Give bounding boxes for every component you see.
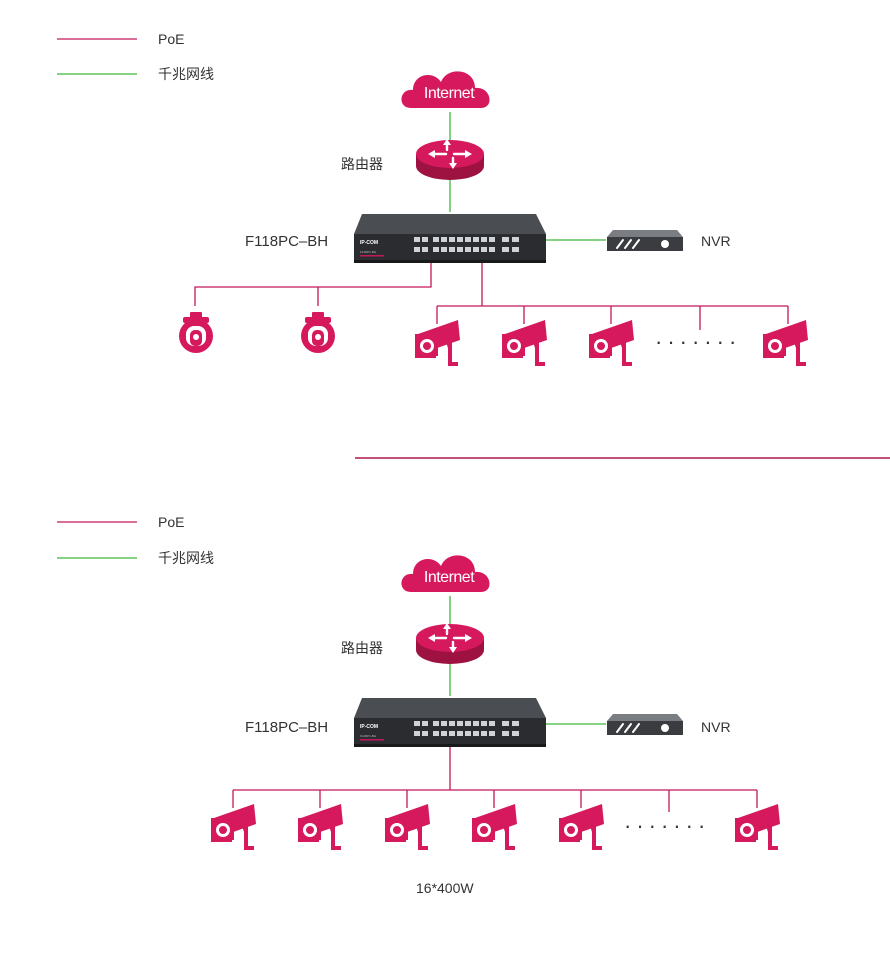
bullet-camera-icon xyxy=(211,804,256,850)
dome-camera-icon xyxy=(301,312,335,353)
bullet-camera-icon xyxy=(298,804,343,850)
diagram-2: PoE 千兆网线 Internet 路由器 F118PC–BH xyxy=(57,514,780,896)
diagram-1: PoE 千兆网线 Internet 路由器 F1 xyxy=(57,31,808,366)
power-caption: 16*400W xyxy=(416,880,474,896)
switch-model-label: F118PC–BH xyxy=(245,233,328,250)
internet-cloud: Internet xyxy=(401,71,490,108)
router-icon xyxy=(414,621,486,666)
switch-icon xyxy=(354,214,546,263)
more-cameras-ellipsis: ······· xyxy=(624,813,710,838)
nvr-label: NVR xyxy=(701,233,731,249)
legend: PoE 千兆网线 xyxy=(57,31,214,82)
legend: PoE 千兆网线 xyxy=(57,514,214,566)
bullet-camera-icon xyxy=(763,320,808,366)
gigabit-legend-label: 千兆网线 xyxy=(158,66,214,82)
internet-label: Internet xyxy=(424,569,475,586)
bullet-camera-icon xyxy=(385,804,430,850)
poe-links xyxy=(194,262,789,330)
bullet-camera-icon xyxy=(559,804,604,850)
bullet-camera-icon xyxy=(472,804,517,850)
bullet-camera-icon xyxy=(502,320,547,366)
bullet-camera-icon xyxy=(415,320,460,366)
dome-camera-icon xyxy=(179,312,213,353)
internet-label: Internet xyxy=(424,85,475,102)
nvr-icon xyxy=(606,713,684,736)
nvr-label: NVR xyxy=(701,719,731,735)
router-label: 路由器 xyxy=(341,156,383,172)
switch-model-label: F118PC–BH xyxy=(245,719,328,736)
router-label: 路由器 xyxy=(341,640,383,656)
router-icon xyxy=(414,137,486,182)
internet-cloud: Internet xyxy=(401,555,490,592)
poe-legend-label: PoE xyxy=(158,31,184,47)
poe-links xyxy=(232,746,758,812)
bullet-camera-icon xyxy=(589,320,634,366)
nvr-icon xyxy=(606,229,684,252)
poe-link-dome xyxy=(194,262,432,306)
gigabit-legend-label: 千兆网线 xyxy=(158,550,214,566)
bullet-camera-icon xyxy=(735,804,780,850)
more-cameras-ellipsis: ······· xyxy=(655,329,741,354)
switch-icon xyxy=(354,698,546,747)
poe-legend-label: PoE xyxy=(158,514,184,530)
